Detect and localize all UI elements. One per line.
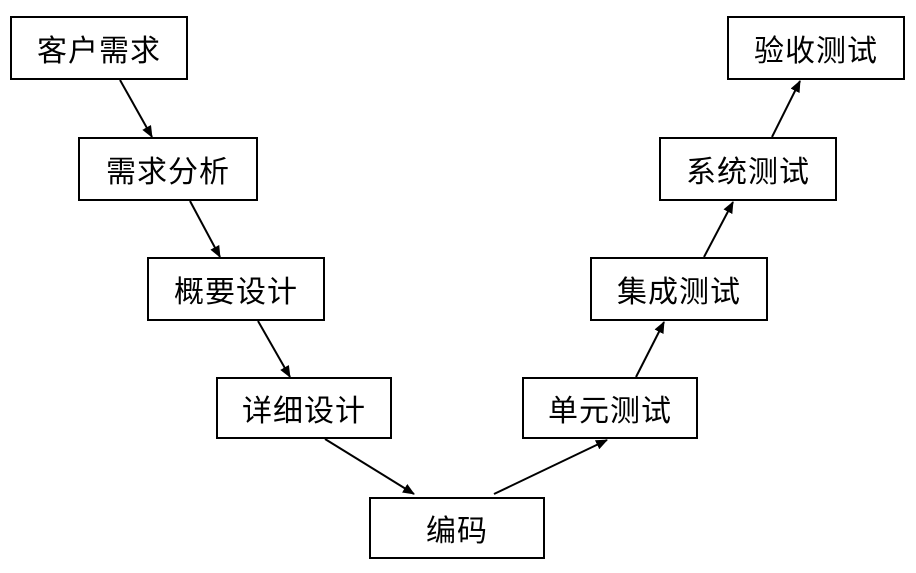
- node-coding: 编码: [369, 497, 545, 559]
- node-integration-testing: 集成测试: [590, 257, 768, 321]
- node-requirements-analysis: 需求分析: [78, 137, 258, 201]
- arrow-system-testing-to-acceptance-testing: [771, 80, 801, 138]
- arrow-integration-testing-to-system-testing: [703, 201, 734, 258]
- arrow-requirements-analysis-to-high-level-design: [189, 200, 221, 258]
- node-high-level-design: 概要设计: [147, 257, 325, 321]
- node-customer-requirements: 客户需求: [10, 16, 188, 80]
- node-acceptance-testing: 验收测试: [727, 16, 905, 80]
- arrow-customer-requirements-to-requirements-analysis: [119, 79, 153, 138]
- arrow-unit-testing-to-integration-testing: [635, 321, 665, 378]
- node-unit-testing: 单元测试: [522, 377, 698, 439]
- arrow-detailed-design-to-coding: [324, 438, 415, 495]
- node-system-testing: 系统测试: [659, 137, 837, 201]
- arrow-coding-to-unit-testing: [493, 439, 608, 495]
- node-detailed-design: 详细设计: [216, 377, 392, 439]
- arrow-high-level-design-to-detailed-design: [257, 320, 291, 378]
